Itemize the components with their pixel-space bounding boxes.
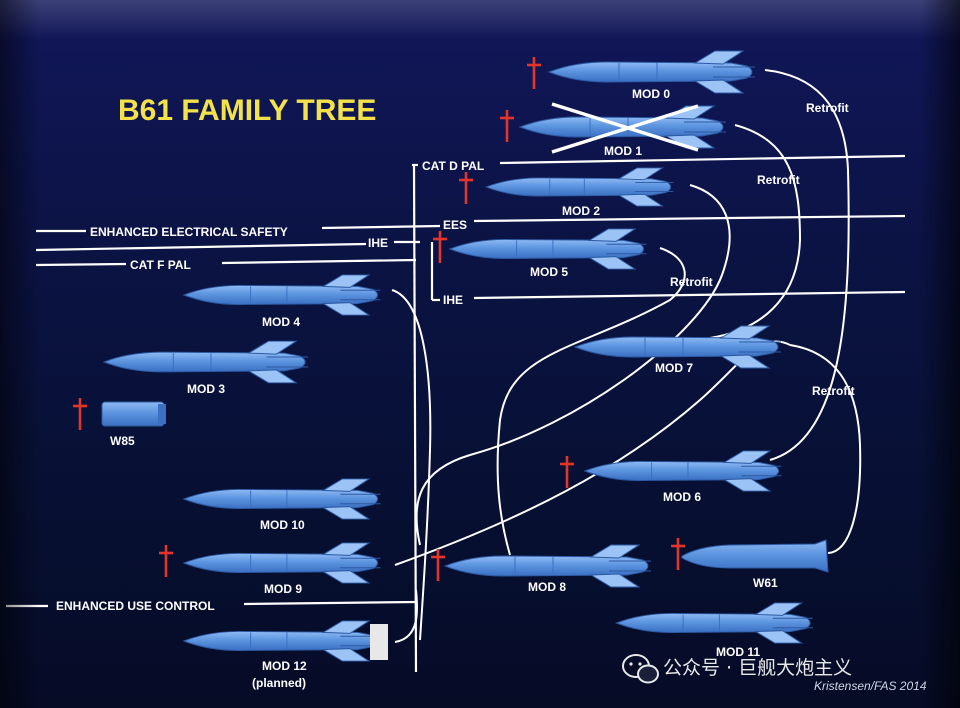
retrofit-label-2: Retrofit: [757, 173, 800, 187]
label-mod8: MOD 8: [528, 580, 566, 594]
ees-line-mid: [321, 224, 441, 230]
retrofit-path-mod5: [496, 247, 686, 556]
bomb-mod4: [183, 274, 381, 316]
retrofit-label-1: Retrofit: [806, 101, 849, 115]
weapon-labels: MOD 0 MOD 1 MOD 2 MOD 5 MOD 4 MOD 3 W85 …: [110, 87, 778, 690]
ees-long-label: ENHANCED ELECTRICAL SAFETY: [90, 225, 288, 239]
label-mod12: MOD 12: [262, 659, 307, 673]
retired-cross-mod6: [558, 454, 576, 490]
label-mod11: MOD 11: [716, 645, 760, 659]
retired-cross-mod8: [429, 547, 447, 583]
retrofit-path-mod7: [789, 344, 862, 554]
retrofit-path-mod1: [709, 124, 802, 339]
bomb-mod12: [183, 620, 381, 662]
label-mod2: MOD 2: [562, 204, 600, 218]
mod12-tail-marker: [370, 624, 388, 660]
retrofit-label-4: Retrofit: [812, 384, 855, 398]
cat-f-line-left: [35, 262, 127, 267]
source-credit: Kristensen/FAS 2014: [814, 679, 927, 693]
screen-edge-left: [0, 0, 40, 708]
retired-cross-mod0: [525, 55, 543, 91]
retrofit-path-mod9: [394, 340, 791, 566]
cat-d-line: [499, 154, 906, 165]
label-mod9: MOD 9: [264, 582, 302, 596]
retrofit-label-3: Retrofit: [670, 275, 713, 289]
ihe-left-label: IHE: [368, 236, 388, 250]
retired-cross-w85: [71, 396, 89, 432]
bomb-mod3: [103, 340, 309, 384]
label-mod0: MOD 0: [632, 87, 670, 101]
label-mod7: MOD 7: [655, 361, 693, 375]
label-mod3: MOD 3: [187, 382, 225, 396]
weapons: [103, 50, 814, 662]
bomb-mod6: [584, 450, 782, 492]
wechat-icon: [622, 654, 659, 684]
label-mod6: MOD 6: [663, 490, 701, 504]
label-mod4: MOD 4: [262, 315, 300, 329]
ees-short-label: EES: [443, 218, 467, 232]
label-mod1: MOD 1: [604, 144, 642, 158]
euc-label: ENHANCED USE CONTROL: [56, 599, 215, 613]
ihe-line-left: [35, 242, 367, 252]
bomb-mod10: [183, 478, 381, 520]
bomb-mod11: [615, 602, 814, 644]
bomb-w61: [681, 539, 829, 573]
watermark: 公众号 · 巨舰大炮主义: [622, 654, 852, 684]
mod4-to-mod12-path: [391, 289, 432, 641]
retired-cross-mod9: [157, 543, 175, 579]
retired-cross-w61: [669, 536, 687, 572]
bomb-mod9: [183, 542, 381, 584]
retired-cross-mod5: [431, 229, 449, 265]
mod1-cancelled-x: [551, 102, 699, 154]
trunk-vertical: [412, 164, 418, 673]
euc-line-right: [243, 600, 417, 606]
bomb-mod2: [485, 167, 674, 207]
label-w61: W61: [753, 576, 778, 590]
label-w85: W85: [110, 434, 135, 448]
retrofit-path-mod0: [764, 69, 850, 461]
screen-edge-right: [920, 0, 960, 708]
ees-line-right: [473, 214, 906, 223]
screen-glare: [0, 0, 960, 40]
label-mod5: MOD 5: [530, 265, 568, 279]
retired-cross-mod2: [457, 170, 475, 206]
label-mod10: MOD 10: [260, 518, 305, 532]
retrofit-paths: [391, 69, 862, 643]
bomb-w85: [101, 401, 166, 427]
cat-f-line-right: [221, 258, 417, 265]
bomb-mod5: [449, 228, 647, 270]
retrofit-path-mod2: [415, 184, 731, 546]
mod12-connector: [394, 589, 419, 643]
diagram-title: B61 FAMILY TREE: [118, 94, 376, 127]
ihe-right-line: [473, 290, 906, 300]
cat-f-label: CAT F PAL: [130, 258, 191, 272]
watermark-text: 公众号 · 巨舰大炮主义: [663, 657, 852, 679]
label-mod12-note: (planned): [252, 676, 306, 690]
retired-cross-mod1: [498, 108, 516, 144]
ihe-right-label: IHE: [443, 293, 463, 307]
cat-d-label: CAT D PAL: [422, 159, 484, 173]
